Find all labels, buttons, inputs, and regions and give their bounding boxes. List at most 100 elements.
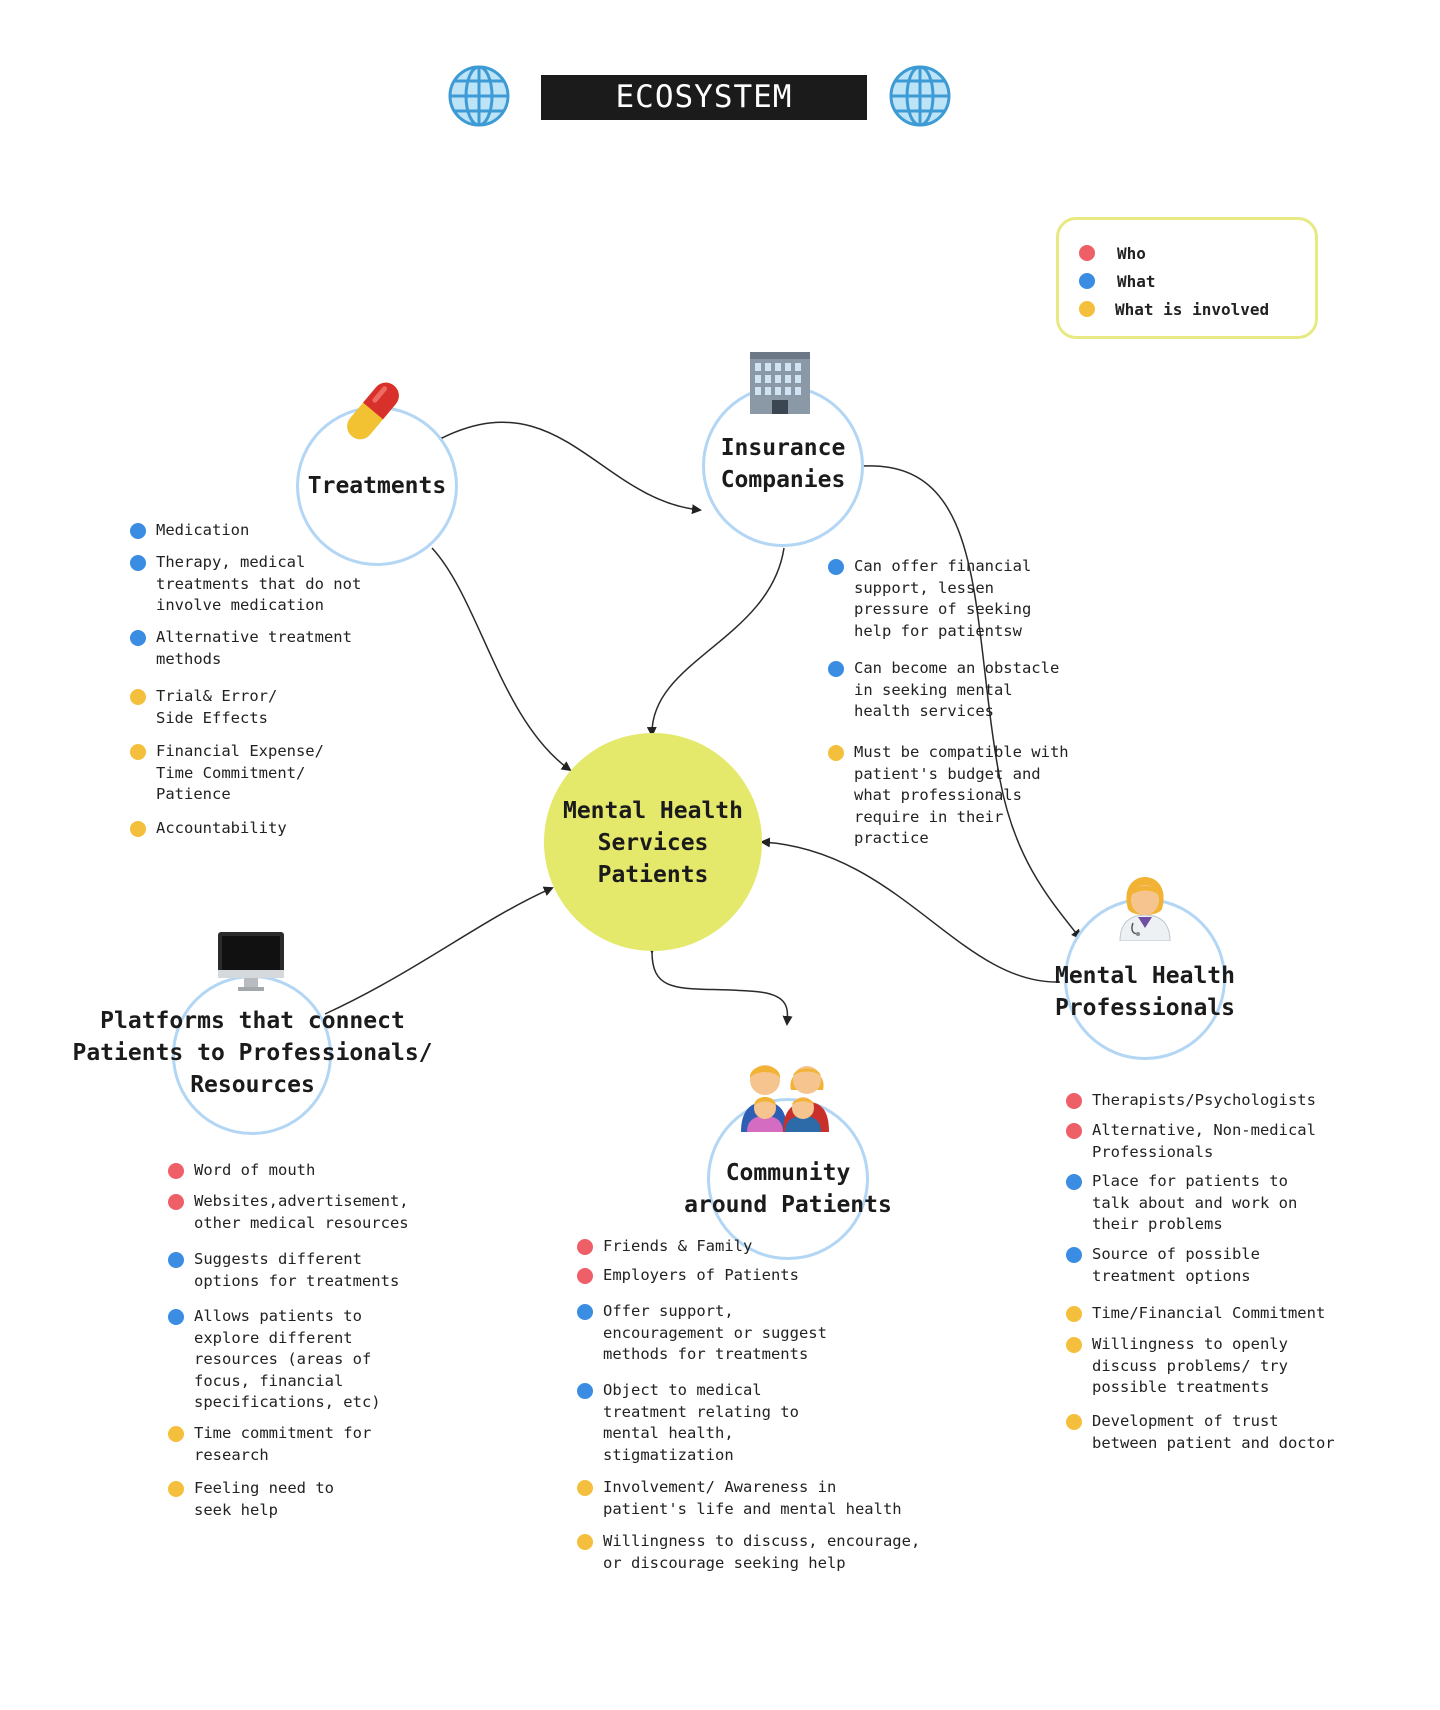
item-text: Trial& Error/ Side Effects xyxy=(156,687,278,727)
red-dot-icon xyxy=(168,1163,184,1179)
arrow-platforms-center xyxy=(324,886,554,1015)
item-text: Time commitment for research xyxy=(194,1424,372,1464)
list-item: Friends & Family xyxy=(577,1236,957,1258)
blue-dot-icon xyxy=(828,661,844,677)
item-text: Time/Financial Commitment xyxy=(1092,1304,1326,1322)
item-text: Therapists/Psychologists xyxy=(1092,1091,1316,1109)
yellow-dot-icon xyxy=(130,744,146,760)
legend-item-what: What xyxy=(1079,269,1156,293)
item-text: Object to medical treatment relating to … xyxy=(603,1381,799,1464)
legend-label: What xyxy=(1117,271,1156,291)
legend: Who What What is involved xyxy=(1056,217,1318,339)
item-text: Source of possible treatment options xyxy=(1092,1245,1260,1285)
list-item: Can become an obstacle in seeking mental… xyxy=(828,658,1118,723)
item-text: Alternative treatment methods xyxy=(156,628,352,668)
list-item: Time commitment for research xyxy=(168,1423,458,1466)
yellow-dot-icon xyxy=(1066,1414,1082,1430)
desktop-computer-icon xyxy=(216,930,286,996)
professionals-label: Mental Health Professionals xyxy=(1054,963,1235,1021)
list-item: Alternative treatment methods xyxy=(130,627,410,670)
yellow-dot-icon xyxy=(577,1534,593,1550)
blue-dot-icon xyxy=(130,630,146,646)
list-item: Time/Financial Commitment xyxy=(1066,1303,1366,1325)
list-item: Therapists/Psychologists xyxy=(1066,1090,1366,1112)
blue-dot-icon xyxy=(577,1304,593,1320)
item-text: Accountability xyxy=(156,819,287,837)
item-text: Willingness to discuss, encourage, or di… xyxy=(603,1532,921,1572)
treatments-label: Treatments xyxy=(307,473,447,499)
blue-dot-icon xyxy=(1066,1174,1082,1190)
item-text: Therapy, medical treatments that do not … xyxy=(156,553,362,614)
item-text: Willingness to openly discuss problems/ … xyxy=(1092,1335,1288,1396)
list-item: Websites,advertisement, other medical re… xyxy=(168,1191,458,1234)
item-text: Can offer financial support, lessen pres… xyxy=(854,557,1032,640)
blue-dot-icon xyxy=(577,1383,593,1399)
community-label: Community around Patients xyxy=(684,1160,892,1218)
yellow-dot-icon xyxy=(168,1426,184,1442)
list-item: Suggests different options for treatment… xyxy=(168,1249,458,1292)
blue-dot-icon xyxy=(828,559,844,575)
arrow-insurance-center xyxy=(646,547,785,737)
arrow-treatments-center xyxy=(431,547,572,772)
blue-dot-icon xyxy=(168,1252,184,1268)
arrow-insurance-professionals xyxy=(854,461,1082,940)
item-text: Alternative, Non-medical Professionals xyxy=(1092,1121,1316,1161)
red-dot-icon xyxy=(1066,1123,1082,1139)
yellow-dot-icon xyxy=(828,745,844,761)
blue-dot-icon xyxy=(130,523,146,539)
item-text: Websites,advertisement, other medical re… xyxy=(194,1192,409,1232)
blue-dot-icon xyxy=(168,1309,184,1325)
item-text: Can become an obstacle in seeking mental… xyxy=(854,659,1060,720)
title-globe-right-icon xyxy=(888,64,952,132)
list-item: Medication xyxy=(130,520,410,542)
health-worker-icon xyxy=(1114,873,1176,945)
item-text: Development of trust between patient and… xyxy=(1092,1412,1335,1452)
family-icon xyxy=(737,1040,833,1136)
arrow-professionals-center xyxy=(760,837,1061,983)
blue-dot-icon xyxy=(1079,273,1095,289)
platforms-label: Platforms that connect Patients to Profe… xyxy=(72,1008,433,1098)
item-text: Medication xyxy=(156,521,250,539)
center-label: Mental Health Services Patients xyxy=(562,798,743,888)
yellow-dot-icon xyxy=(130,689,146,705)
legend-label: What is involved xyxy=(1115,299,1270,319)
item-text: Suggests different options for treatment… xyxy=(194,1250,400,1290)
list-item: Can offer financial support, lessen pres… xyxy=(828,556,1118,642)
yellow-dot-icon xyxy=(1066,1306,1082,1322)
list-item: Allows patients to explore different res… xyxy=(168,1306,458,1414)
item-text: Word of mouth xyxy=(194,1161,316,1179)
list-item: Trial& Error/ Side Effects xyxy=(130,686,410,729)
yellow-dot-icon xyxy=(1079,301,1095,317)
pill-icon xyxy=(338,376,408,450)
item-text: Offer support, encouragement or suggest … xyxy=(603,1302,827,1363)
list-item: Willingness to discuss, encourage, or di… xyxy=(577,1531,957,1574)
list-item: Place for patients to talk about and wor… xyxy=(1066,1171,1366,1236)
blue-dot-icon xyxy=(130,555,146,571)
yellow-dot-icon xyxy=(577,1480,593,1496)
red-dot-icon xyxy=(1066,1093,1082,1109)
item-text: Must be compatible with patient's budget… xyxy=(854,743,1069,847)
list-item: Accountability xyxy=(130,818,410,840)
item-text: Employers of Patients xyxy=(603,1266,799,1284)
list-item: Object to medical treatment relating to … xyxy=(577,1380,957,1466)
platforms-node xyxy=(172,975,332,1135)
yellow-dot-icon xyxy=(1066,1337,1082,1353)
page-title: ECOSYSTEM MAPPING xyxy=(541,75,867,160)
red-dot-icon xyxy=(168,1194,184,1210)
yellow-dot-icon xyxy=(130,821,146,837)
item-text: Financial Expense/ Time Commitment/ Pati… xyxy=(156,742,324,803)
list-item: Development of trust between patient and… xyxy=(1066,1411,1366,1454)
list-item: Word of mouth xyxy=(168,1160,458,1182)
globe-icon xyxy=(889,65,951,127)
globe-icon xyxy=(448,65,510,127)
list-item: Offer support, encouragement or suggest … xyxy=(577,1301,957,1366)
yellow-dot-icon xyxy=(168,1481,184,1497)
arrow-center-community xyxy=(646,943,793,1026)
office-building-icon xyxy=(746,348,814,420)
mental-health-patients-node xyxy=(544,733,762,951)
list-item: Financial Expense/ Time Commitment/ Pati… xyxy=(130,741,410,806)
red-dot-icon xyxy=(1079,245,1095,261)
list-item: Therapy, medical treatments that do not … xyxy=(130,552,410,617)
insurance-label: Insurance Companies xyxy=(720,435,846,493)
